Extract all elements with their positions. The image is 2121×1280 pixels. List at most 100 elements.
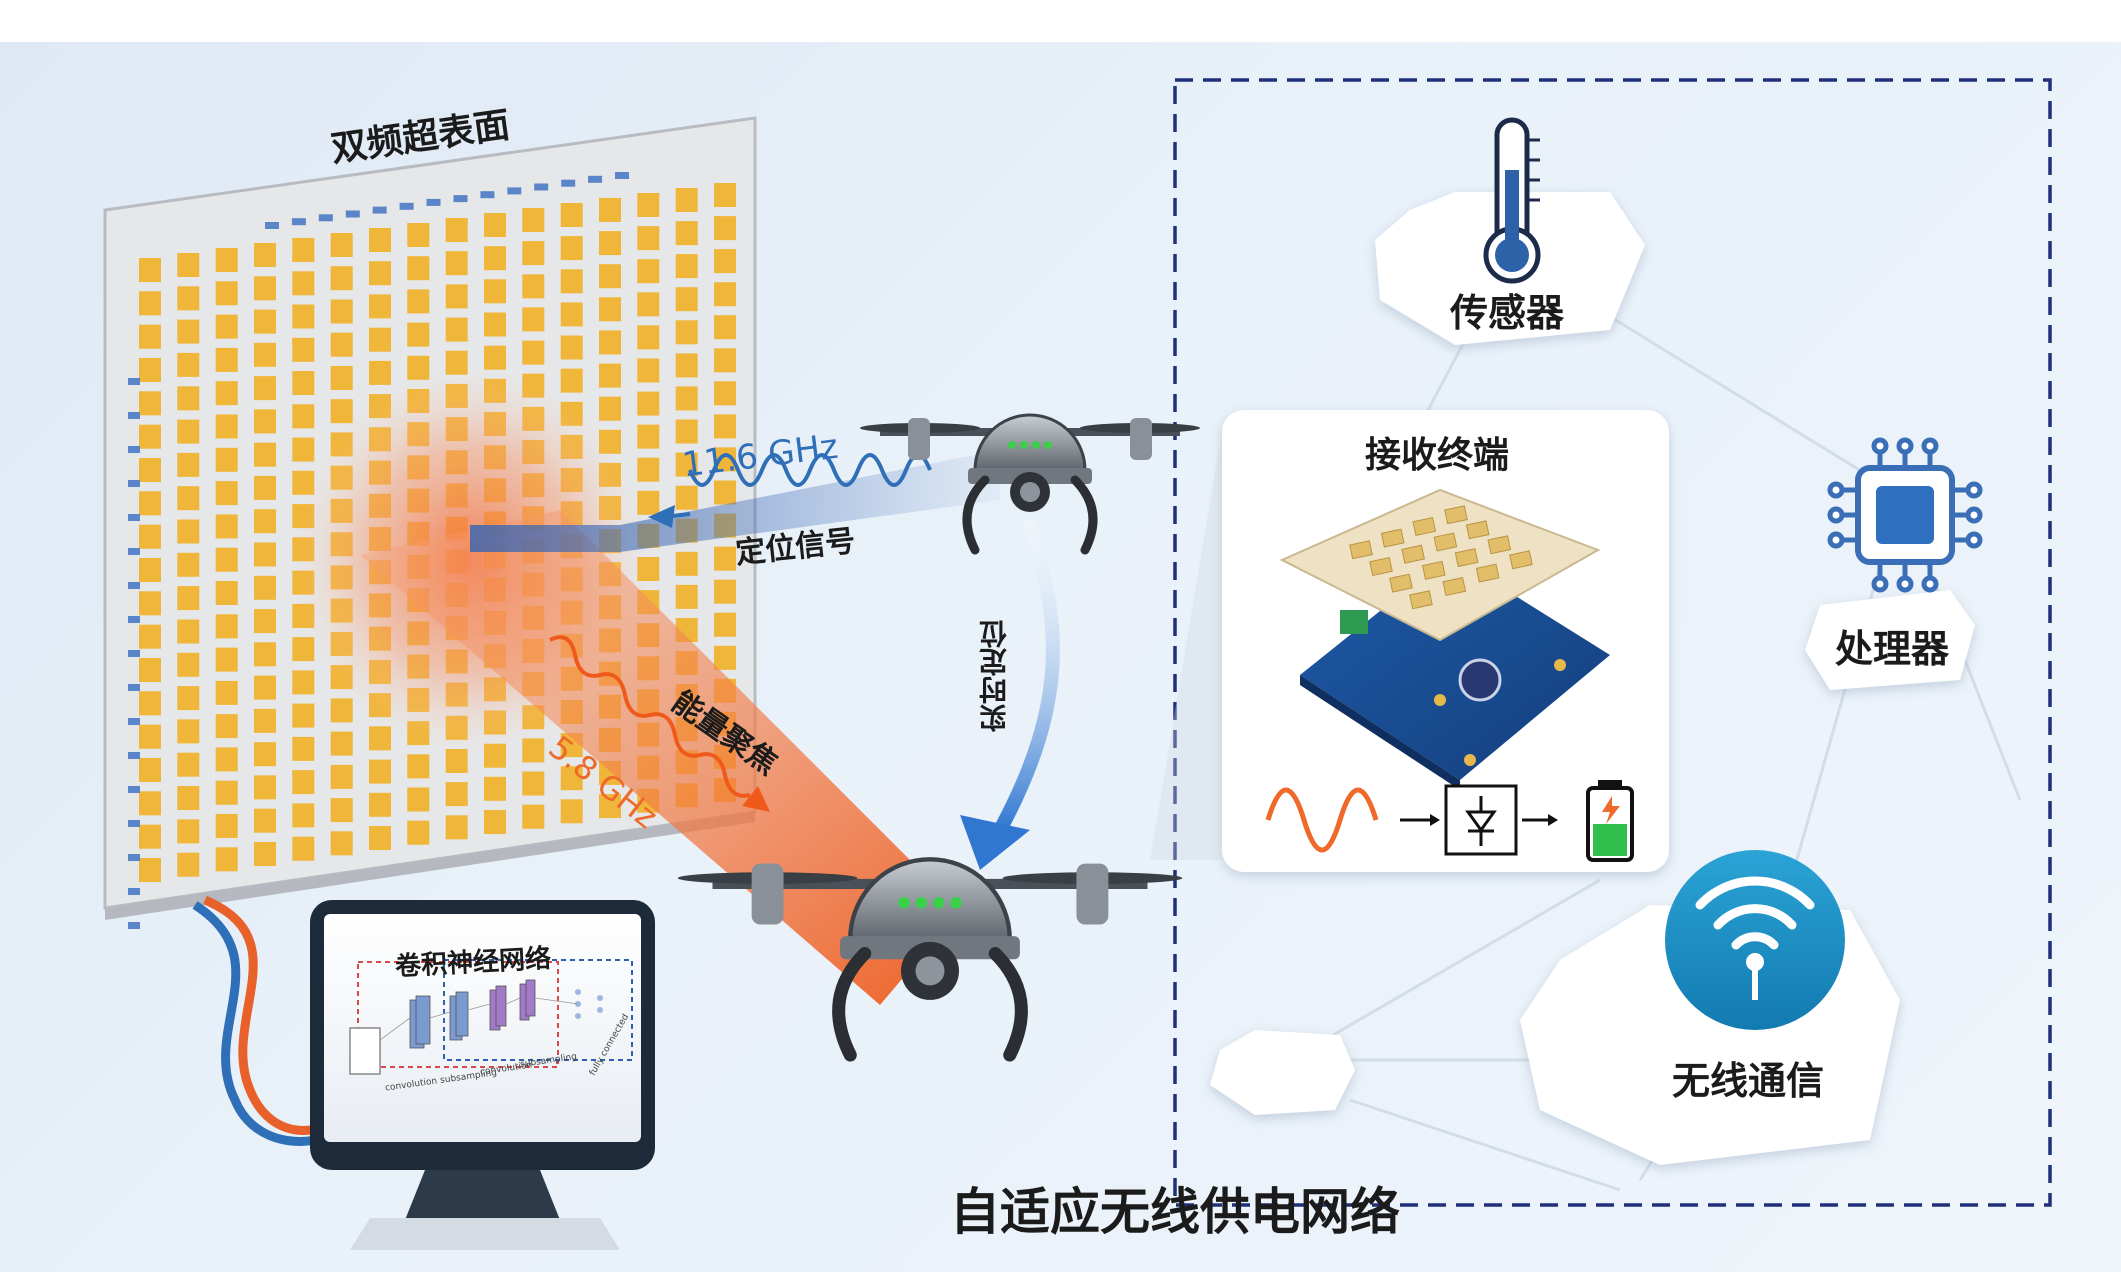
metasurface-patch: [407, 322, 430, 347]
realtime-arrow-head: [960, 815, 1030, 870]
metasurface-patch: [407, 820, 430, 845]
metasurface-patch: [714, 612, 736, 637]
metasurface-patch: [369, 360, 391, 385]
metasurface-patch: [522, 241, 545, 266]
metasurface-patch: [484, 345, 506, 370]
empty-node: [1210, 1030, 1355, 1115]
metasurface-patch: [484, 213, 506, 237]
metasurface-patch: [292, 271, 315, 296]
metasurface-patch: [637, 391, 660, 416]
metasurface-patch: [522, 771, 545, 796]
metasurface-patch: [407, 787, 430, 812]
metasurface-patch: [330, 266, 353, 291]
metasurface-patch: [484, 776, 506, 801]
processor-label: 处理器: [1835, 627, 1950, 671]
metasurface-slot: [128, 922, 140, 929]
receiver-card-shadow: [1150, 430, 1222, 860]
metasurface-patch: [139, 791, 161, 816]
metasurface-slot: [561, 179, 576, 187]
drone-top: [860, 413, 1200, 555]
metasurface-slot: [128, 514, 140, 521]
metasurface-slot: [128, 752, 140, 759]
metasurface-slot: [128, 548, 140, 555]
network-title: 自适应无线供电网络: [950, 1183, 1400, 1241]
metasurface-patch: [560, 368, 583, 393]
metasurface-patch: [177, 352, 200, 377]
metasurface-patch: [330, 299, 353, 324]
metasurface-patch: [330, 233, 353, 257]
metasurface-patch: [215, 248, 238, 272]
metasurface-patch: [407, 223, 430, 247]
metasurface-patch: [292, 437, 315, 462]
antenna-patch: [1454, 548, 1479, 568]
antenna-patch: [1509, 550, 1533, 570]
metasurface-slot: [345, 210, 360, 218]
metasurface-patch: [714, 249, 736, 274]
metasurface-slot: [128, 480, 140, 487]
metasurface-slot: [128, 616, 140, 623]
metasurface-patch: [330, 698, 353, 723]
metasurface-slot: [265, 222, 279, 229]
metasurface-patch: [177, 452, 200, 477]
metasurface-patch: [714, 414, 736, 439]
metasurface-patch: [637, 259, 660, 284]
positioning-wave-arrow: [648, 505, 675, 528]
metasurface-patch: [714, 348, 736, 373]
metasurface-patch: [369, 759, 391, 784]
metasurface-patch: [560, 302, 583, 327]
metasurface-slot: [453, 195, 468, 203]
metasurface-patch: [484, 246, 506, 271]
metasurface-patch: [292, 836, 315, 861]
metasurface-patch: [139, 624, 161, 649]
metasurface-patch: [215, 780, 238, 805]
metasurface-patch: [675, 287, 698, 312]
metasurface-patch: [714, 546, 736, 571]
metasurface-patch: [330, 731, 353, 756]
diode-icon: [1444, 784, 1518, 856]
metasurface-patch: [254, 243, 276, 267]
metasurface-slot: [128, 378, 140, 385]
metasurface-patch: [254, 342, 276, 367]
metasurface-patch: [292, 404, 315, 429]
metasurface-patch: [714, 480, 736, 505]
metasurface-patch: [637, 226, 660, 251]
metasurface-patch: [254, 276, 276, 301]
metasurface-patch: [254, 742, 276, 767]
metasurface-slot: [534, 183, 549, 191]
metasurface-patch: [215, 714, 238, 739]
wireless-comm-label: 无线通信: [1672, 1059, 1825, 1103]
metasurface-patch: [139, 524, 161, 549]
metasurface-patch: [215, 514, 238, 539]
metasurface-patch: [215, 281, 238, 306]
metasurface-patch: [215, 647, 238, 672]
metasurface-patch: [445, 782, 468, 807]
antenna-patch: [1369, 556, 1393, 577]
metasurface-patch: [369, 826, 391, 850]
metasurface-patch: [254, 575, 276, 600]
metasurface-patch: [139, 824, 161, 849]
metasurface-slot: [128, 684, 140, 691]
metasurface-patch: [215, 847, 238, 872]
metasurface-slot: [615, 172, 629, 179]
metasurface-patch: [522, 804, 545, 829]
metasurface-patch: [177, 486, 200, 511]
metasurface-patch: [254, 442, 276, 467]
metasurface-slot: [128, 412, 140, 419]
antenna-patch: [1475, 563, 1500, 583]
metasurface-patch: [675, 353, 698, 378]
metasurface-patch: [139, 758, 161, 782]
metasurface-slot: [128, 786, 140, 793]
metasurface-patch: [139, 858, 161, 882]
positioning-wave: [688, 453, 932, 487]
metasurface-patch: [177, 719, 200, 744]
metasurface-patch: [675, 584, 698, 609]
metasurface-patch: [637, 193, 660, 217]
metasurface-patch: [599, 297, 621, 322]
metasurface-slot: [399, 202, 414, 210]
metasurface-patch: [407, 289, 430, 314]
metasurface-patch: [714, 183, 736, 207]
metasurface-slot: [372, 206, 387, 214]
metasurface-patch: [177, 552, 200, 577]
monitor: [310, 900, 655, 1250]
metasurface-patch: [139, 558, 161, 582]
